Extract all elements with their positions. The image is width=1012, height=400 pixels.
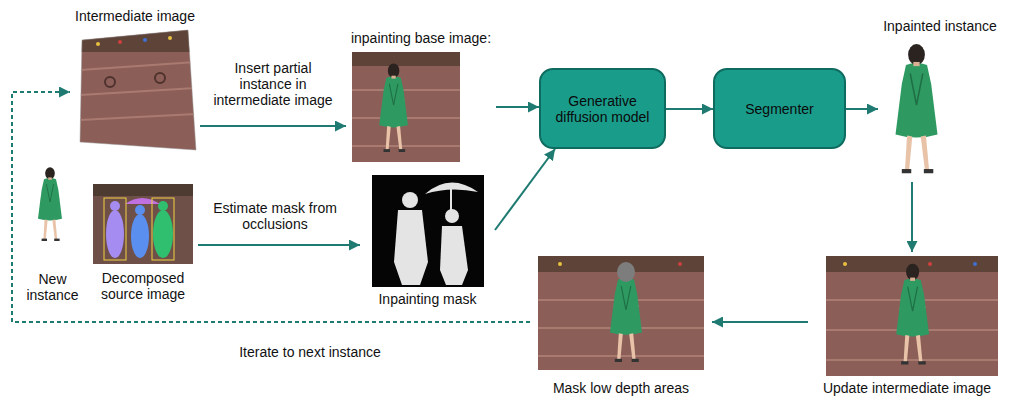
intermediate-image-part-part: [143, 38, 147, 42]
decomposed-source-image-part: [110, 201, 120, 211]
image-panel: Intermediate image: [70, 8, 200, 153]
edge-label: Estimate mask from occlusions: [205, 200, 345, 232]
new-instance-image-part: [38, 167, 62, 241]
decomposed-source-image-part: [152, 198, 174, 260]
connector: [496, 106, 539, 108]
masked-depth-image-part: [558, 262, 562, 266]
masked-depth-image: [538, 256, 704, 370]
inpainting-mask-image-part: [440, 226, 468, 285]
intermediate-image-part-part: [155, 73, 165, 83]
masked-depth-image-part: [617, 262, 635, 282]
image-panel: inpainting base image:: [346, 30, 496, 165]
edge-label: Insert partial instance in intermediate …: [208, 60, 338, 108]
image-caption: Update intermediate image: [823, 380, 991, 396]
image-panel: New instance: [20, 160, 85, 303]
inpainting-mask-image-part: [402, 192, 418, 208]
updated-intermediate-image: [826, 256, 998, 376]
connector: [712, 321, 808, 323]
image-caption: Intermediate image: [75, 8, 195, 24]
box-label: Generative diffusion model: [551, 93, 654, 125]
intermediate-image-part-part: [118, 40, 122, 44]
connector: [12, 92, 530, 322]
intermediate-image-part-part: [78, 26, 200, 52]
connector: [846, 108, 878, 110]
decomposed-source-image-part: [158, 201, 168, 211]
decomposed-source-image: [93, 184, 193, 264]
connector: [495, 149, 555, 230]
inpainting-mask-image-part: [394, 210, 428, 285]
intermediate-image-part: [78, 26, 200, 120]
image-caption: Inpainting mask: [378, 291, 476, 307]
inpainted-instance-image: [896, 44, 938, 173]
image-panel: Mask low depth areas: [530, 252, 712, 396]
decomposed-source-image-part: [131, 214, 149, 258]
updated-intermediate-image-part: [826, 256, 998, 376]
image-caption: inpainting base image:: [351, 30, 491, 46]
decomposed-source-image-part: [104, 198, 126, 260]
updated-intermediate-image-part: [928, 262, 932, 266]
intermediate-image-part: [80, 30, 196, 150]
updated-intermediate-image-part: [973, 262, 977, 266]
image-panel: Inpainting mask: [360, 172, 495, 307]
image-panel: Update intermediate image: [808, 252, 1006, 396]
connector: [198, 244, 360, 246]
intermediate-image-part-part: [105, 77, 115, 87]
edge-label: Iterate to next instance: [210, 344, 410, 360]
inpainting-base-image-part: [352, 52, 460, 162]
inpainted-instance-image-part: [896, 44, 938, 173]
image-panel: Decomposed source image: [88, 180, 198, 302]
connector: [666, 108, 713, 110]
masked-depth-image-part: [678, 262, 682, 266]
intermediate-image-part-part: [80, 62, 196, 120]
inpainting-mask-image-part: [372, 175, 484, 287]
image-caption: Mask low depth areas: [553, 380, 689, 396]
intermediate-image-part-part: [168, 36, 172, 40]
box-label: Segmenter: [745, 101, 813, 117]
decomposed-source-image-part: [125, 198, 160, 204]
new-instance-image: [38, 167, 62, 241]
inpainting-mask-image: [372, 175, 484, 287]
updated-intermediate-image-part: [843, 262, 847, 266]
decomposed-source-image-part: [135, 205, 145, 215]
image-caption: Inpainted instance: [883, 18, 997, 34]
inpainting-base-image-part: [379, 63, 408, 152]
image-caption: New instance: [20, 271, 85, 303]
process-box: Generative diffusion model: [539, 68, 666, 149]
decomposed-source-image-part: [93, 184, 193, 196]
decomposed-source-image-part: [153, 210, 173, 258]
updated-intermediate-image-part: [896, 264, 929, 365]
decomposed-source-image-part: [106, 210, 124, 258]
connector: [911, 182, 913, 252]
intermediate-image-part-part: [96, 42, 100, 46]
connector: [200, 125, 346, 127]
image-panel: Inpainted instance: [878, 18, 1002, 182]
decomposed-source-image-part: [93, 184, 193, 264]
inpainting-base-image: [352, 52, 460, 162]
masked-depth-image-part: [538, 256, 704, 370]
inpainting-mask-image-part: [450, 188, 452, 222]
process-box: Segmenter: [713, 68, 846, 149]
inpainting-base-image-part: [352, 52, 460, 66]
image-caption: Decomposed source image: [88, 270, 198, 302]
intermediate-image: [78, 26, 200, 150]
